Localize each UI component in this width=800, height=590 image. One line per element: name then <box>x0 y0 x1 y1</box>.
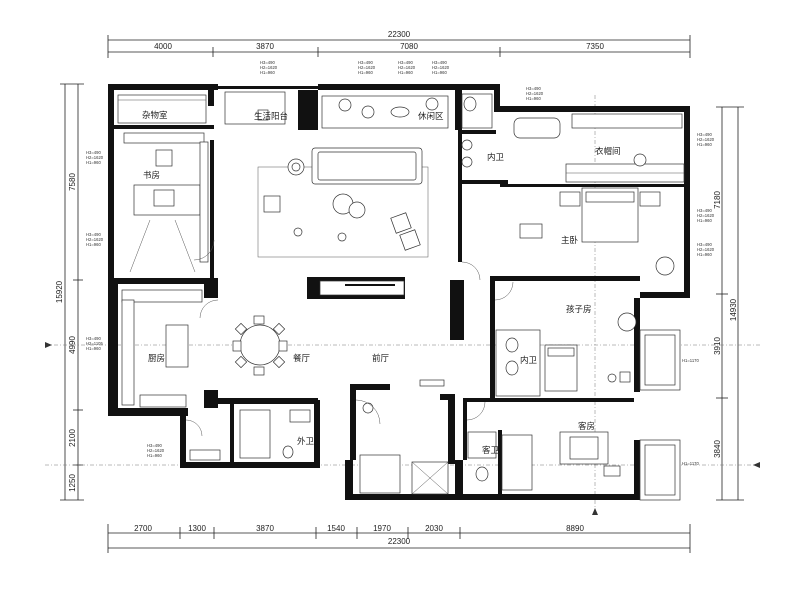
window-note: H3=490 H2=1620 H1=960 <box>260 60 278 75</box>
dim-bottom-seg: 1300 <box>188 524 206 533</box>
window-note: H1=1170 <box>682 461 699 466</box>
window-notes: H3=490 H2=1620 H1=960 H3=490 H2=1620 H1=… <box>86 60 715 466</box>
svg-text:H3=490: H3=490 <box>86 336 101 341</box>
room-labels: 杂物室 书房 生活阳台 休闲区 内卫 衣帽间 主卧 孩子房 内卫 厨房 餐厅 前… <box>142 110 621 456</box>
svg-text:H1=960: H1=960 <box>697 218 712 223</box>
svg-text:H2=1620: H2=1620 <box>526 91 544 96</box>
dim-right-total: 14930 <box>729 298 738 321</box>
dim-right-seg: 3910 <box>713 337 722 355</box>
dimension-top: 22300 4000 3870 7080 7350 <box>107 30 691 58</box>
room-label-dining: 餐厅 <box>293 354 311 364</box>
dim-top-seg: 4000 <box>154 42 172 51</box>
dim-bottom-total: 22300 <box>388 537 411 546</box>
room-label-kids-room: 孩子房 <box>566 304 592 315</box>
svg-text:H2=1620: H2=1620 <box>147 448 165 453</box>
svg-text:H3=490: H3=490 <box>147 443 162 448</box>
window-note: H1=1170 <box>682 358 699 363</box>
svg-text:H2=1620: H2=1620 <box>398 65 416 70</box>
dim-bottom-seg: 2700 <box>134 524 152 533</box>
window-note: H3=490 H2=1620 H1=960 <box>432 60 450 75</box>
dim-right-seg: 7180 <box>713 191 722 209</box>
svg-text:H1=960: H1=960 <box>697 252 712 257</box>
svg-text:H2=1620: H2=1620 <box>697 247 715 252</box>
svg-text:H1=960: H1=960 <box>86 346 101 351</box>
dim-top-seg: 7080 <box>400 42 418 51</box>
svg-text:H1=960: H1=960 <box>697 142 712 147</box>
svg-text:H2=1620: H2=1620 <box>260 65 278 70</box>
svg-text:H3=490: H3=490 <box>697 242 712 247</box>
svg-text:H3=490: H3=490 <box>260 60 275 65</box>
window-note: H3=490 H2=1105 H1=960 <box>86 336 103 351</box>
interior-walls <box>114 90 684 494</box>
svg-text:H2=1620: H2=1620 <box>86 155 104 160</box>
room-label-guest-room: 客房 <box>578 421 595 432</box>
dim-left-total: 15920 <box>55 280 64 303</box>
dim-bottom-seg: 3870 <box>256 524 274 533</box>
svg-text:H1=960: H1=960 <box>432 70 447 75</box>
window-note: H3=490 H2=1620 H1=960 <box>697 132 715 147</box>
room-label-inner-bath-master: 内卫 <box>487 152 505 163</box>
svg-text:H3=490: H3=490 <box>432 60 447 65</box>
dim-top-seg: 3870 <box>256 42 274 51</box>
svg-text:H3=490: H3=490 <box>86 150 101 155</box>
window-note: H3=490 H2=1620 H1=960 <box>147 443 165 458</box>
room-label-leisure: 休闲区 <box>418 111 444 122</box>
window-note: H3=490 H2=1620 H1=960 <box>86 150 104 165</box>
dimension-left: 15920 7580 4990 2100 1250 <box>55 83 84 501</box>
dim-right-seg: 3840 <box>713 440 722 458</box>
room-label-study: 书房 <box>143 170 160 181</box>
dimension-bottom: 2700 1300 3870 1540 1970 2030 8890 22300 <box>107 524 691 553</box>
dim-top-total: 22300 <box>388 30 411 39</box>
dim-bottom-seg: 2030 <box>425 524 443 533</box>
svg-text:H3=490: H3=490 <box>697 132 712 137</box>
room-label-kitchen: 厨房 <box>148 353 165 364</box>
room-label-powder-room: 外卫 <box>297 436 315 447</box>
svg-text:H3=490: H3=490 <box>86 232 101 237</box>
svg-text:H1=960: H1=960 <box>358 70 373 75</box>
window-note: H3=490 H2=1620 H1=960 <box>398 60 416 75</box>
svg-text:H1=960: H1=960 <box>86 242 101 247</box>
furniture <box>117 91 685 495</box>
exterior-walls <box>108 84 690 501</box>
svg-text:H2=1620: H2=1620 <box>697 137 715 142</box>
room-label-storage: 杂物室 <box>142 110 168 121</box>
dim-left-seg: 1250 <box>68 474 77 492</box>
svg-text:H1=960: H1=960 <box>86 160 101 165</box>
svg-text:H3=490: H3=490 <box>697 208 712 213</box>
window-note: H3=490 H2=1620 H1=960 <box>697 242 715 257</box>
window-note: H3=490 H2=1620 H1=960 <box>86 232 104 247</box>
svg-text:H2=1620: H2=1620 <box>697 213 715 218</box>
room-label-guest-bath: 客卫 <box>482 445 500 456</box>
room-label-utility-balcony: 生活阳台 <box>254 111 288 122</box>
dim-top-seg: 7350 <box>586 42 604 51</box>
window-note: H3=490 H2=1620 H1=960 <box>526 86 544 101</box>
svg-text:H1=960: H1=960 <box>526 96 541 101</box>
dimension-right: 7180 3910 3840 14930 <box>713 106 744 501</box>
svg-text:H1=960: H1=960 <box>398 70 413 75</box>
room-label-closet: 衣帽间 <box>595 146 621 157</box>
svg-text:H3=490: H3=490 <box>398 60 413 65</box>
svg-text:H1=960: H1=960 <box>260 70 275 75</box>
window-note: H3=490 H2=1620 H1=960 <box>358 60 376 75</box>
dim-left-seg: 4990 <box>68 336 77 354</box>
dim-left-seg: 7580 <box>68 173 77 191</box>
room-label-foyer: 前厅 <box>372 353 390 364</box>
dim-bottom-seg: 1540 <box>327 524 345 533</box>
window-note: H3=490 H2=1620 H1=960 <box>697 208 715 223</box>
room-label-inner-bath-kids: 内卫 <box>520 355 538 366</box>
dim-left-seg: 2100 <box>68 429 77 447</box>
dim-bottom-seg: 8890 <box>566 524 584 533</box>
svg-text:H3=490: H3=490 <box>358 60 373 65</box>
svg-text:H1=960: H1=960 <box>147 453 162 458</box>
svg-text:H2=1105: H2=1105 <box>86 341 103 346</box>
svg-text:H2=1620: H2=1620 <box>86 237 104 242</box>
svg-text:H2=1620: H2=1620 <box>358 65 376 70</box>
svg-text:H2=1620: H2=1620 <box>432 65 450 70</box>
svg-text:H3=490: H3=490 <box>526 86 541 91</box>
dim-bottom-seg: 1970 <box>373 524 391 533</box>
room-label-master-bedroom: 主卧 <box>561 235 579 246</box>
